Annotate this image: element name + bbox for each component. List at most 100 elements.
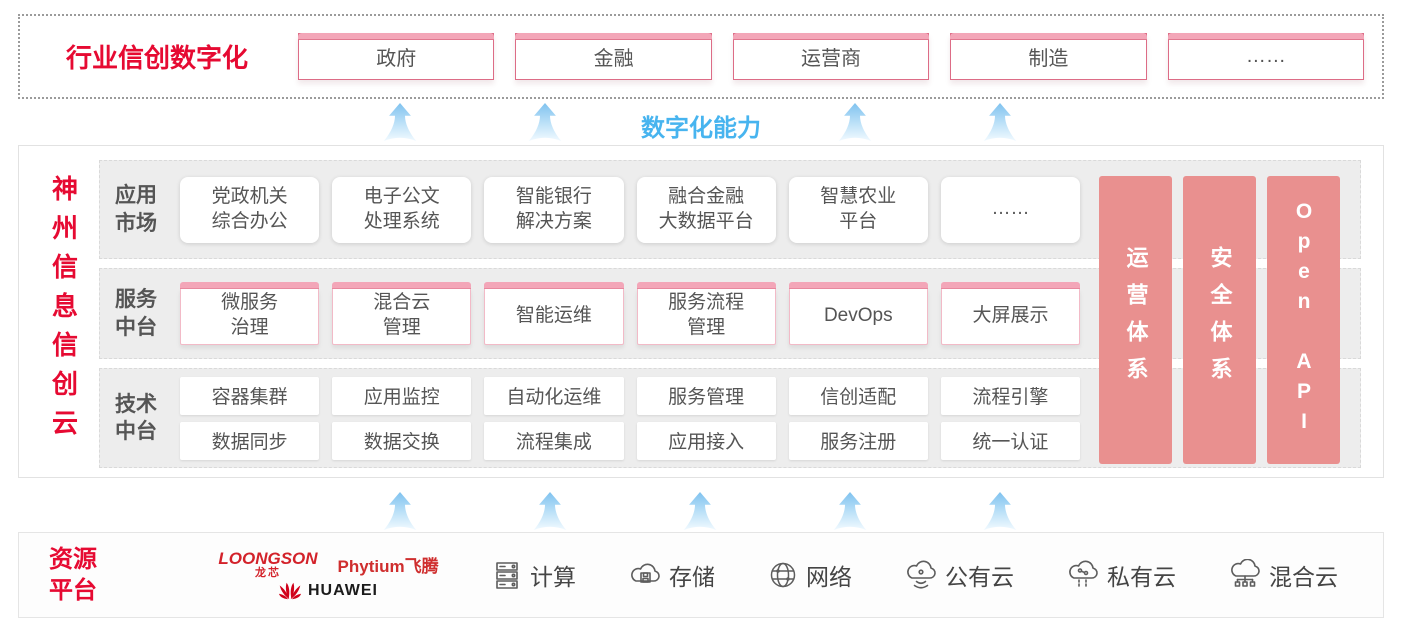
card-top-stripe [788,282,928,289]
card-top-stripe [636,282,776,289]
service-card-label: 服务流程 管理 [668,292,745,338]
tech-card: 自动化运维 [484,376,624,415]
up-arrow-icon [983,103,1017,142]
cloud-platform-box: 神州信息信创云 应用 市场 党政机关 综合办公 电子公文 处理系统 智能银行 解… [18,145,1384,478]
storage-cloud-icon [631,563,660,583]
app-market-cards: 党政机关 综合办公 电子公文 处理系统 智能银行 解决方案 融合金融 大数据平台… [180,176,1081,243]
huawei-logo: HUAWEI [279,582,378,600]
resource-item-compute: 计算 [491,558,576,592]
up-arrow-icon [983,492,1017,531]
up-arrow-icon [383,103,417,142]
card-top-stripe [180,282,320,289]
tech-card: 流程集成 [484,421,624,460]
up-arrow-icon [383,492,417,531]
network-globe-icon [770,562,796,588]
resource-item-storage: 存储 [628,558,715,592]
security-system-bar: 安全体系 [1183,176,1256,464]
service-card: 大屏展示 [940,282,1081,345]
resource-label: 公有云 [945,564,1014,590]
card-top-stripe [1167,33,1365,40]
industry-label: 运营商 [801,48,862,70]
resource-platform-box: 资源 平台 LOONGSON 龙芯 Phytium飞腾 HUAWEI [18,532,1384,618]
tech-platform-label: 技术 中台 [115,392,157,443]
industry-banner: 行业信创数字化 政府 金融 运营商 制造 …… [18,14,1384,99]
resource-label: 存储 [669,564,715,590]
service-card: 智能运维 [484,282,624,345]
industry-card-manufacturing: 制造 [950,33,1147,80]
up-arrow-icon [838,103,872,142]
app-card: 智能银行 解决方案 [484,176,624,243]
tech-card: 应用接入 [636,421,776,460]
loongson-chinese: 龙芯 [254,567,281,579]
app-card: 智慧农业 平台 [788,176,928,243]
card-top-stripe [950,33,1147,40]
card-top-stripe [940,282,1081,289]
industry-label: 政府 [376,48,417,70]
industry-label: …… [1245,45,1286,67]
industry-label: 金融 [593,48,634,70]
industry-card-finance: 金融 [515,33,712,80]
public-cloud-icon [907,560,936,589]
card-top-stripe [515,33,712,40]
private-cloud-icon [1069,560,1098,587]
service-card: 混合云 管理 [332,282,472,345]
resource-item-hybrid-cloud: 混合云 [1228,558,1338,592]
resource-label: 混合云 [1269,564,1338,590]
up-arrow-icon [833,492,867,531]
resource-item-network: 网络 [767,558,852,592]
tech-card: 服务管理 [636,376,776,415]
industry-card-more: …… [1167,33,1365,80]
huawei-flower-icon [279,582,301,600]
app-market-label: 应用 市场 [115,184,157,235]
app-card: 党政机关 综合办公 [180,176,320,243]
tech-platform-cards: 容器集群 应用监控 自动化运维 服务管理 信创适配 流程引擎 数据同步 数据交换… [180,376,1080,460]
tech-card: 信创适配 [788,376,928,415]
resource-items: 计算 存储 网络 公有云 [491,558,1338,592]
phytium-logo: Phytium飞腾 [337,557,439,576]
card-top-stripe [732,33,930,40]
industry-banner-title: 行业信创数字化 [66,43,249,73]
resource-item-private-cloud: 私有云 [1066,558,1176,592]
service-card-label: 智能运维 [515,304,592,326]
huawei-wordmark: HUAWEI [308,582,378,599]
card-top-stripe [484,282,624,289]
service-card-label: 大屏展示 [972,304,1049,326]
loongson-wordmark: LOONGSON [218,549,318,568]
resource-item-public-cloud: 公有云 [904,558,1014,592]
service-card-label: DevOps [823,304,893,326]
app-card: 融合金融 大数据平台 [636,176,776,243]
resource-platform-title: 资源 平台 [49,545,97,604]
tech-card: 应用监控 [332,376,472,415]
resource-label: 网络 [806,564,852,590]
card-top-stripe [332,282,472,289]
app-card: 电子公文 处理系统 [332,176,472,243]
tech-card: 流程引擎 [940,376,1080,415]
service-card: 微服务 治理 [180,282,320,345]
industry-label: 制造 [1028,48,1069,70]
industry-card-operator: 运营商 [732,33,930,80]
resource-label: 私有云 [1107,564,1176,590]
service-platform-cards: 微服务 治理 混合云 管理 智能运维 服务流程 管理 DevOps 大屏展示 [180,282,1081,345]
up-arrow-icon [533,492,567,531]
industry-button-row: 政府 金融 运营商 制造 …… [298,33,1365,80]
tech-card: 容器集群 [180,376,320,415]
loongson-logo: LOONGSON 龙芯 [218,550,317,579]
tech-card: 统一认证 [940,421,1080,460]
digital-capability-label: 数字化能力 [641,115,761,142]
tech-card: 服务注册 [788,421,928,460]
operations-system-bar: 运营体系 [1099,176,1172,464]
service-platform-label: 服务 中台 [115,288,157,339]
service-card-label: 微服务 治理 [221,292,279,338]
resource-label: 计算 [530,564,576,590]
cloud-platform-title: 神州信息信创云 [48,175,79,448]
industry-card-government: 政府 [298,33,495,80]
up-arrow-icon [683,492,717,531]
up-arrow-icon [528,103,562,142]
tech-card: 数据同步 [180,421,320,460]
open-api-bar: Open API [1267,176,1340,464]
card-top-stripe [298,33,495,40]
vendor-logos: LOONGSON 龙芯 Phytium飞腾 HUAWEI [201,550,456,600]
tech-card: 数据交换 [332,421,472,460]
server-icon [496,562,518,589]
service-card-label: 混合云 管理 [373,292,431,338]
